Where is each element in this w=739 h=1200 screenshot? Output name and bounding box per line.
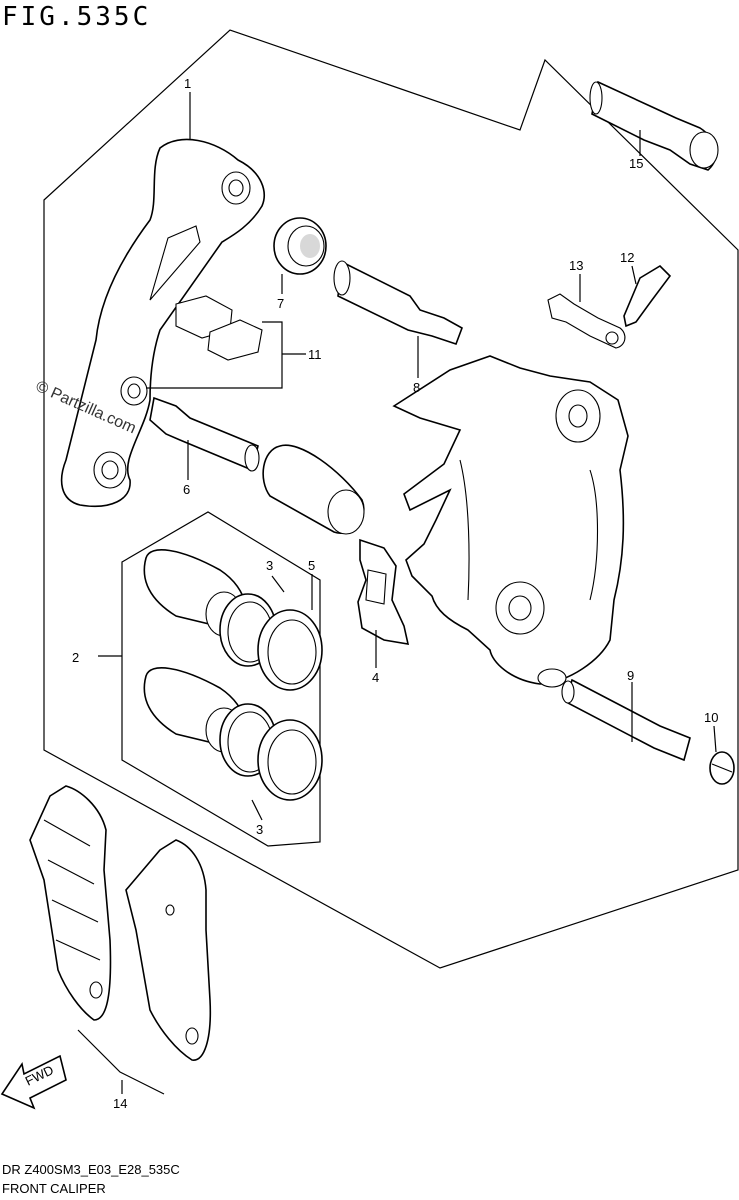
- part-4-pad-retainer[interactable]: [357, 538, 410, 645]
- leader-lines: [98, 92, 717, 1094]
- footer-diagram-name: FRONT CALIPER: [2, 1181, 106, 1196]
- part-11-pad-spring[interactable]: [175, 295, 263, 361]
- callout-1: 1: [184, 76, 191, 91]
- part-6-slide-pin[interactable]: [149, 396, 260, 472]
- callout-12: 12: [620, 250, 634, 265]
- callout-4: 4: [372, 670, 379, 685]
- callout-6: 6: [183, 482, 190, 497]
- figure-title: FIG.535C: [2, 2, 152, 32]
- callout-7: 7: [277, 296, 284, 311]
- callout-15: 15: [629, 156, 643, 171]
- callout-8: 8: [413, 380, 420, 395]
- callout-10: 10: [704, 710, 718, 725]
- part-8-slide-pin[interactable]: [333, 260, 463, 346]
- callout-14: 14: [113, 1096, 127, 1111]
- piston-group-frame: [121, 511, 321, 847]
- callout-3-top: 3: [266, 558, 273, 573]
- callout-9: 9: [627, 668, 634, 683]
- part-14-brake-pads[interactable]: [29, 785, 212, 1095]
- fwd-direction-arrow-icon: FWD: [0, 1054, 67, 1110]
- part-1-caliper-bracket[interactable]: [60, 138, 265, 507]
- callout-13: 13: [569, 258, 583, 273]
- footer-diagram-code: DR Z400SM3_E03_E28_535C: [2, 1162, 180, 1177]
- part-5-dust-seals[interactable]: [257, 609, 323, 801]
- callout-11: 11: [308, 347, 322, 362]
- callout-3-bottom: 3: [256, 822, 263, 837]
- assembly-frame: [43, 29, 739, 969]
- part-7-boot[interactable]: [273, 217, 327, 275]
- piston-large[interactable]: [262, 444, 365, 535]
- callout-5: 5: [308, 558, 315, 573]
- part-13-bleeder-cap[interactable]: [547, 293, 626, 349]
- part-9-pin[interactable]: [561, 678, 691, 762]
- caliper-body[interactable]: [392, 355, 629, 688]
- part-10-plug[interactable]: [709, 751, 735, 785]
- part-15-bolt[interactable]: [589, 80, 719, 171]
- callout-2: 2: [72, 650, 79, 665]
- part-12-bleeder-valve[interactable]: [623, 264, 672, 328]
